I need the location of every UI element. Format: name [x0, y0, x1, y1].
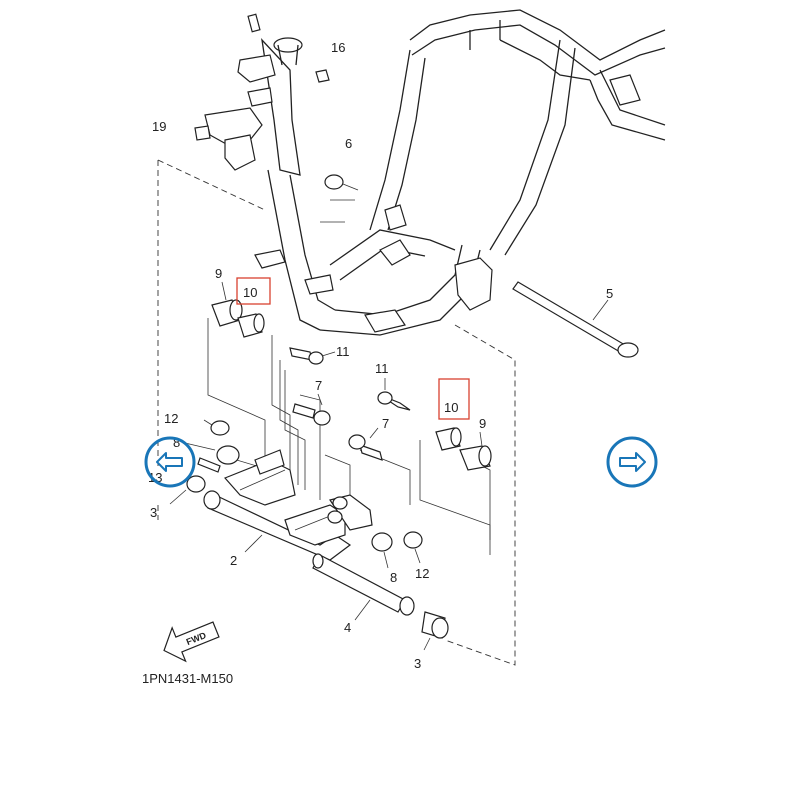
part-6-nut	[324, 174, 344, 190]
callout-10-right: 10	[444, 400, 458, 415]
highlight-box-right	[438, 378, 470, 420]
fwd-arrow-icon: FWD	[163, 621, 220, 663]
callout-9-right: 9	[479, 416, 486, 431]
part-8-nut-left	[216, 445, 240, 465]
callout-8-right: 8	[390, 570, 397, 585]
part-4-shaft	[312, 553, 415, 621]
callout-2: 2	[230, 553, 237, 568]
callout-10-left: 10	[243, 285, 257, 300]
assembly-dashed-lines	[157, 159, 516, 666]
next-button[interactable]	[606, 436, 658, 488]
callout-16: 16	[331, 40, 345, 55]
right-bushings	[435, 427, 492, 471]
callout-5: 5	[606, 286, 613, 301]
callout-12-right: 12	[415, 566, 429, 581]
part-12-nut-right	[403, 531, 423, 549]
highlight-box-left	[236, 277, 271, 305]
callout-19: 19	[152, 119, 166, 134]
callout-7-left: 7	[315, 378, 322, 393]
part-8-nut-right	[371, 532, 393, 552]
engine-mount-assembly	[169, 419, 423, 569]
callout-11-left: 11	[336, 344, 350, 359]
main-frame	[254, 9, 666, 336]
part-3-bush-right	[421, 611, 449, 651]
part-12-nut-left	[210, 420, 230, 436]
callout-3-left: 3	[150, 505, 157, 520]
callout-3-right: 3	[414, 656, 421, 671]
callout-13: 13	[148, 470, 162, 485]
callout-12-left: 12	[164, 411, 178, 426]
callout-7-right: 7	[382, 416, 389, 431]
prev-button[interactable]	[144, 436, 196, 488]
diagram-code: 1PN1431-M150	[142, 671, 233, 686]
part-16-nut	[315, 69, 330, 83]
arrow-left-icon	[156, 452, 183, 472]
callout-4: 4	[344, 620, 351, 635]
part-5-bolt	[512, 281, 639, 358]
callout-6: 6	[345, 136, 352, 151]
left-bushings	[211, 281, 265, 338]
upper-brackets	[194, 13, 359, 191]
part-3-bush-left	[186, 475, 206, 493]
arrow-right-icon	[619, 452, 646, 472]
callout-labels: 16 19 6 5 9 10 11 11 7 7 10 9 12 8 13 3 …	[148, 40, 613, 671]
callout-9-left: 9	[215, 266, 222, 281]
callout-8-left: 8	[173, 435, 180, 450]
center-bolts	[289, 347, 411, 461]
callout-11-right: 11	[375, 361, 389, 376]
